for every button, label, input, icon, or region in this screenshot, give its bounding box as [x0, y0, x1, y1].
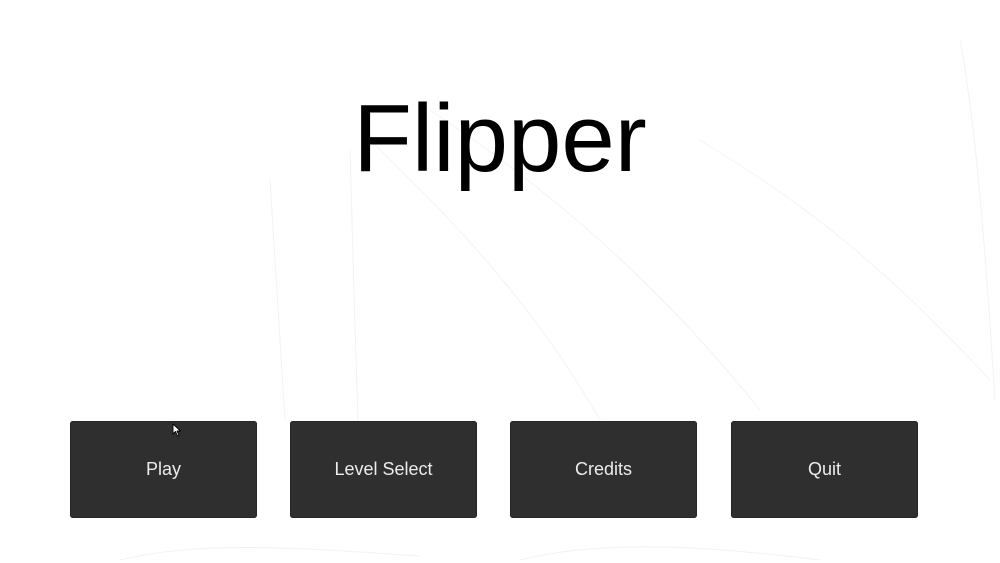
credits-button-label: Credits: [574, 459, 632, 479]
play-button-label: Play: [145, 459, 181, 479]
credits-button[interactable]: Credits: [510, 421, 697, 518]
quit-button-label: Quit: [807, 459, 841, 479]
main-menu: Play Level Select Credits Quit: [70, 421, 918, 518]
level-select-button[interactable]: Level Select: [290, 421, 477, 518]
game-title: Flipper: [353, 85, 647, 193]
play-button[interactable]: Play: [70, 421, 257, 518]
quit-button[interactable]: Quit: [731, 421, 918, 518]
level-select-button-label: Level Select: [334, 459, 433, 479]
